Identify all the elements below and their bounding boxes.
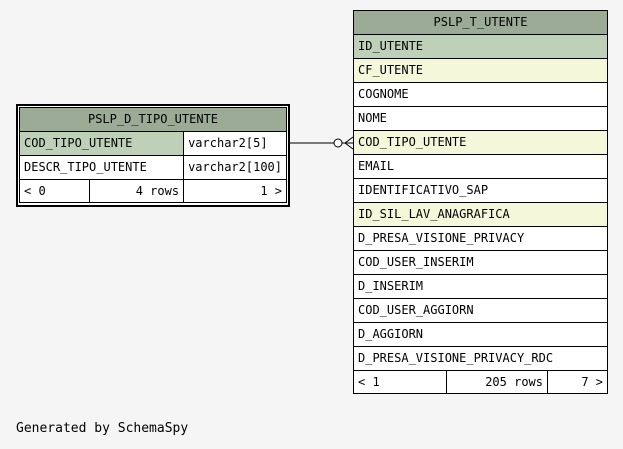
column-name: COD_TIPO_UTENTE [18, 131, 185, 156]
table-row: COD_USER_INSERIM [353, 250, 608, 275]
children-count: 1 > [183, 179, 287, 203]
column-type: varchar2[100] [183, 155, 287, 180]
crowfoot-icon [344, 142, 354, 150]
parents-count: < 1 [353, 370, 447, 394]
table-row: COD_USER_AGGIORN [353, 298, 608, 323]
generated-by-label: Generated by SchemaSpy [16, 421, 189, 436]
column-name: COD_TIPO_UTENTE [353, 130, 608, 155]
table-grid: PSLP_D_TIPO_UTENTE COD_TIPO_UTENTE varch… [18, 107, 287, 203]
table-row: ID_SIL_LAV_ANAGRAFICA [353, 202, 608, 227]
crowfoot-icon [344, 136, 354, 144]
column-name: D_PRESA_VISIONE_PRIVACY [353, 226, 608, 251]
table-row: D_PRESA_VISIONE_PRIVACY [353, 226, 608, 251]
table-row: D_PRESA_VISIONE_PRIVACY_RDC [353, 346, 608, 371]
table-row: COD_TIPO_UTENTE [353, 130, 608, 155]
row-count: 4 rows [89, 179, 185, 203]
column-name: D_PRESA_VISIONE_PRIVACY_RDC [353, 346, 608, 371]
column-name: COD_USER_AGGIORN [353, 298, 608, 323]
optional-circle-icon [333, 138, 343, 148]
row-count: 205 rows [446, 370, 548, 394]
children-count: 7 > [547, 370, 608, 394]
table-row: CF_UTENTE [353, 58, 608, 83]
column-name: ID_SIL_LAV_ANAGRAFICA [353, 202, 608, 227]
column-name: CF_UTENTE [353, 58, 608, 83]
table-pslp-d-tipo-utente[interactable]: PSLP_D_TIPO_UTENTE COD_TIPO_UTENTE varch… [16, 104, 290, 207]
parents-count: < 0 [18, 179, 91, 203]
column-name: COD_USER_INSERIM [353, 250, 608, 275]
